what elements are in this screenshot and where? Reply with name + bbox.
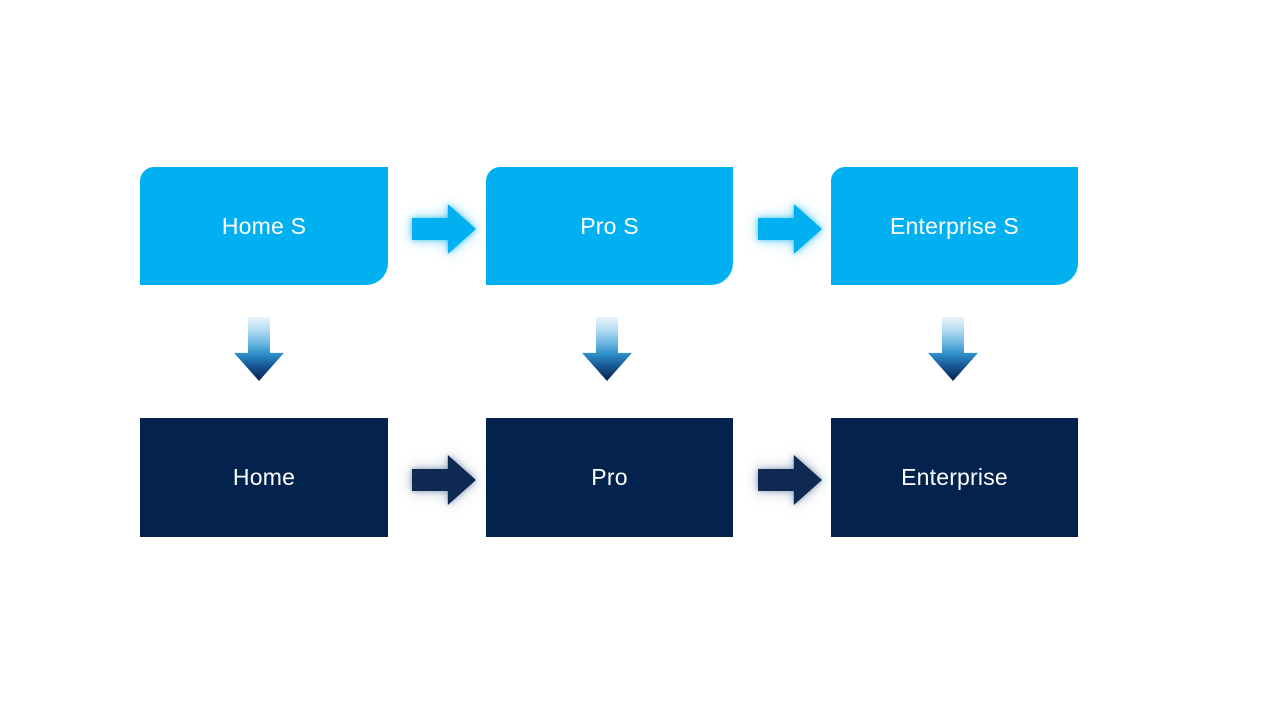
node-enterprise-label: Enterprise — [901, 464, 1008, 490]
node-pro-s-label: Pro S — [580, 212, 639, 239]
node-home-s: Home S — [140, 167, 388, 285]
node-enterprise-s-label: Enterprise S — [890, 212, 1019, 239]
arrow-right-icon — [412, 204, 476, 254]
node-enterprise: Enterprise — [831, 418, 1078, 537]
arrow-down-icon — [234, 317, 284, 381]
arrow-right-icon — [758, 455, 822, 505]
arrow-right-shape — [758, 455, 822, 505]
node-home-label: Home — [232, 464, 296, 490]
node-enterprise-s: Enterprise S — [831, 167, 1078, 285]
arrow-right-shape — [412, 204, 476, 254]
node-pro: Pro — [486, 418, 733, 537]
arrow-down-icon — [582, 317, 632, 381]
node-home-s-label: Home S — [221, 212, 307, 239]
arrow-right-icon — [758, 204, 822, 254]
arrow-right-shape — [758, 204, 822, 254]
arrow-right-icon — [412, 455, 476, 505]
arrow-down-icon — [928, 317, 978, 381]
arrow-right-shape — [412, 455, 476, 505]
node-home: Home — [140, 418, 388, 537]
node-pro-label: Pro — [591, 464, 628, 490]
node-pro-s: Pro S — [486, 167, 733, 285]
